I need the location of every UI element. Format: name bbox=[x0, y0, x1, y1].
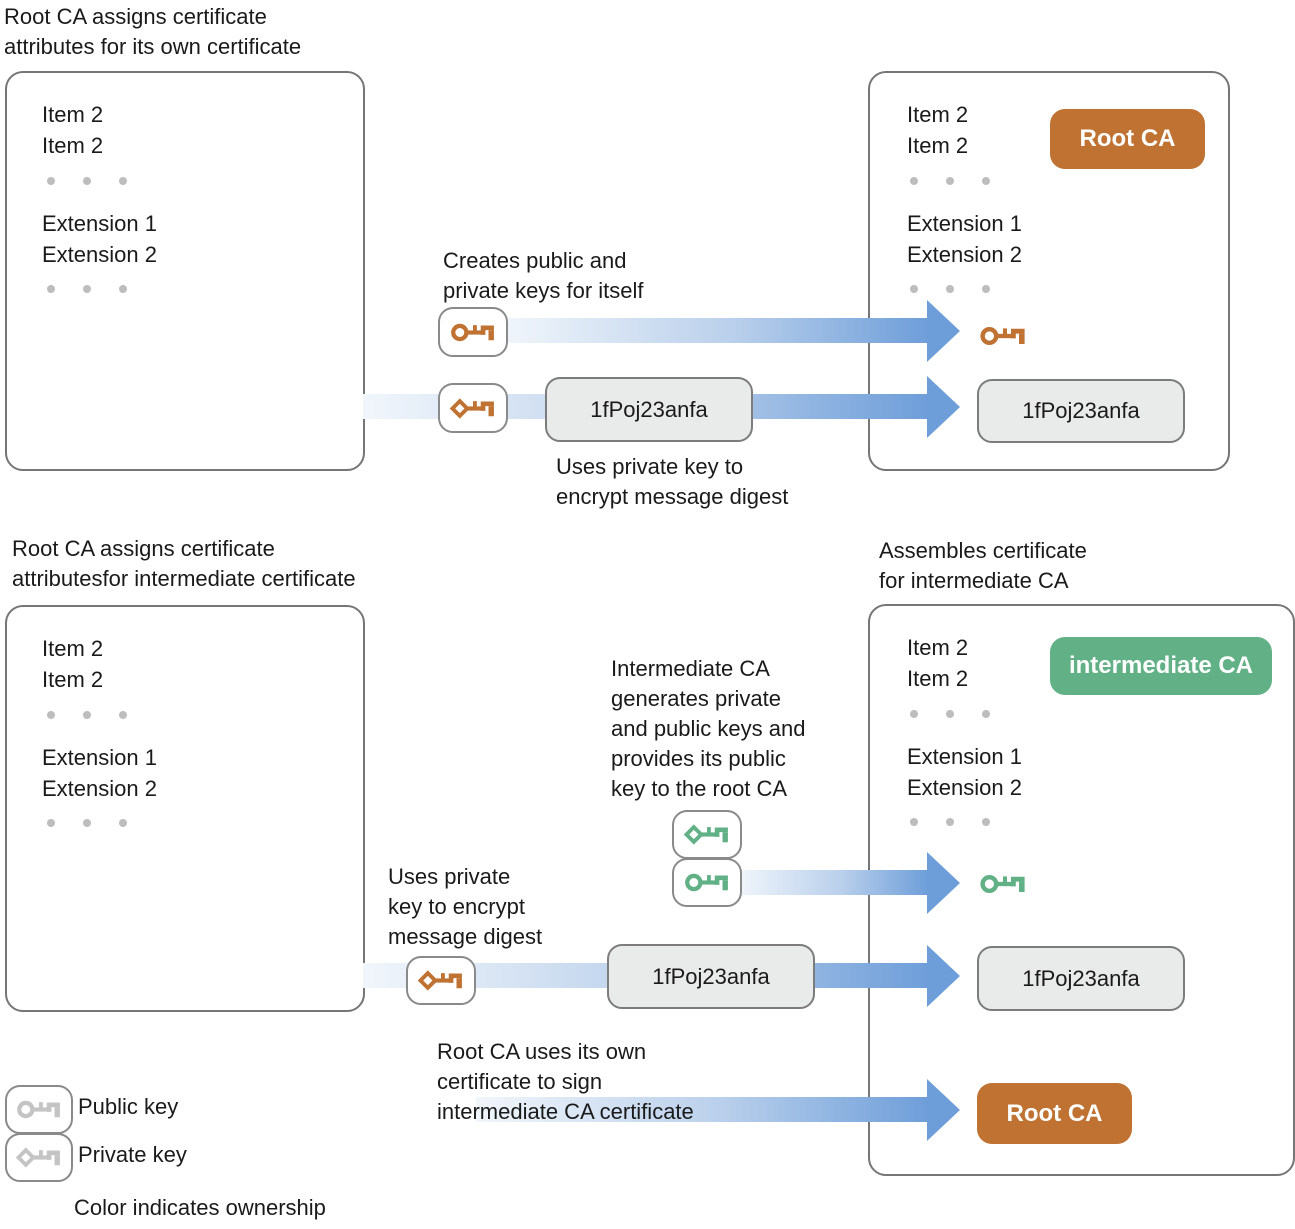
cert-extension: Extension 1 bbox=[907, 744, 1022, 769]
cert-extension: Extension 1 bbox=[42, 745, 157, 770]
root-private-key-chip bbox=[406, 956, 476, 1005]
private-key-icon bbox=[681, 819, 733, 850]
intermediate-ca-badge: intermediate CA bbox=[1050, 637, 1272, 695]
cert-extension: Extension 2 bbox=[907, 242, 1022, 267]
creates-keys-label: Creates public and private keys for itse… bbox=[443, 248, 644, 303]
arrowhead-icon bbox=[927, 945, 960, 1007]
private-key-icon bbox=[13, 1142, 65, 1173]
heading-root-intermediate-attrs: Root CA assigns certificate attributesfo… bbox=[12, 536, 356, 591]
root-private-key-chip bbox=[438, 383, 508, 433]
legend-private-key-chip bbox=[5, 1133, 73, 1182]
cert-item: Item 2 bbox=[42, 667, 104, 692]
public-key-icon bbox=[681, 867, 733, 898]
arrow-public-key-to-root-cert bbox=[502, 318, 928, 343]
public-key-icon bbox=[447, 317, 499, 348]
heading-root-own-cert: Root CA assigns certificate attributes f… bbox=[4, 4, 302, 59]
legend-ownership-note: Color indicates ownership bbox=[74, 1195, 326, 1220]
heading-assembles-intermediate: Assembles certificate for intermediate C… bbox=[879, 538, 1087, 593]
signature-box: 1fPoj23anfa bbox=[545, 377, 753, 442]
arrow-public-key-to-intermediate-cert bbox=[737, 870, 928, 895]
root-ca-attrs-box: Item 2 Item 2 Extension 1 Extension 2 bbox=[5, 71, 365, 471]
signature-box: 1fPoj23anfa bbox=[977, 379, 1185, 443]
ellipsis-dots bbox=[47, 819, 127, 827]
legend-private-key-label: Private key bbox=[78, 1142, 187, 1167]
ellipsis-dots bbox=[910, 710, 990, 718]
public-key-icon bbox=[975, 868, 1031, 900]
cert-extension: Extension 2 bbox=[907, 775, 1022, 800]
cert-extension: Extension 1 bbox=[907, 211, 1022, 236]
ellipsis-dots bbox=[47, 177, 127, 185]
cert-extension: Extension 2 bbox=[42, 776, 157, 801]
arrowhead-icon bbox=[927, 852, 960, 914]
cert-extension: Extension 1 bbox=[42, 211, 157, 236]
cert-item: Item 2 bbox=[42, 102, 104, 127]
private-key-icon bbox=[447, 393, 499, 424]
signature-box: 1fPoj23anfa bbox=[607, 944, 815, 1009]
public-key-icon bbox=[975, 320, 1031, 352]
root-ca-badge: Root CA bbox=[1050, 109, 1205, 169]
intermediate-generates-label: Intermediate CA generates private and pu… bbox=[611, 656, 806, 801]
ellipsis-dots bbox=[47, 285, 127, 293]
arrowhead-icon bbox=[927, 376, 960, 438]
intermediate-public-key-chip bbox=[672, 858, 742, 907]
legend-public-key-label: Public key bbox=[78, 1094, 179, 1119]
uses-private-key-label: Uses private key to encrypt message dige… bbox=[556, 454, 789, 509]
cert-item: Item 2 bbox=[42, 133, 104, 158]
signature-box: 1fPoj23anfa bbox=[977, 946, 1185, 1011]
public-key-icon bbox=[13, 1094, 65, 1125]
ellipsis-dots bbox=[47, 711, 127, 719]
ellipsis-dots bbox=[910, 818, 990, 826]
cert-item: Item 2 bbox=[907, 635, 969, 660]
root-public-key-chip bbox=[438, 307, 508, 357]
legend-public-key-chip bbox=[5, 1085, 73, 1134]
root-signs-label: Root CA uses its own certificate to sign… bbox=[437, 1039, 694, 1124]
arrow-root-ca-signs-intermediate bbox=[476, 1097, 928, 1122]
cert-item: Item 2 bbox=[907, 133, 969, 158]
root-ca-signing-badge: Root CA bbox=[977, 1083, 1132, 1144]
ellipsis-dots bbox=[910, 177, 990, 185]
ellipsis-dots bbox=[910, 285, 990, 293]
cert-extension: Extension 2 bbox=[42, 242, 157, 267]
cert-item: Item 2 bbox=[907, 102, 969, 127]
intermediate-attrs-box: Item 2 Item 2 Extension 1 Extension 2 bbox=[5, 605, 365, 1012]
uses-private-key-label: Uses private key to encrypt message dige… bbox=[388, 864, 543, 949]
intermediate-private-key-chip bbox=[672, 810, 742, 859]
private-key-icon bbox=[415, 965, 467, 996]
cert-item: Item 2 bbox=[907, 666, 969, 691]
arrowhead-icon bbox=[927, 1079, 960, 1141]
cert-item: Item 2 bbox=[42, 636, 104, 661]
arrowhead-icon bbox=[927, 300, 960, 362]
